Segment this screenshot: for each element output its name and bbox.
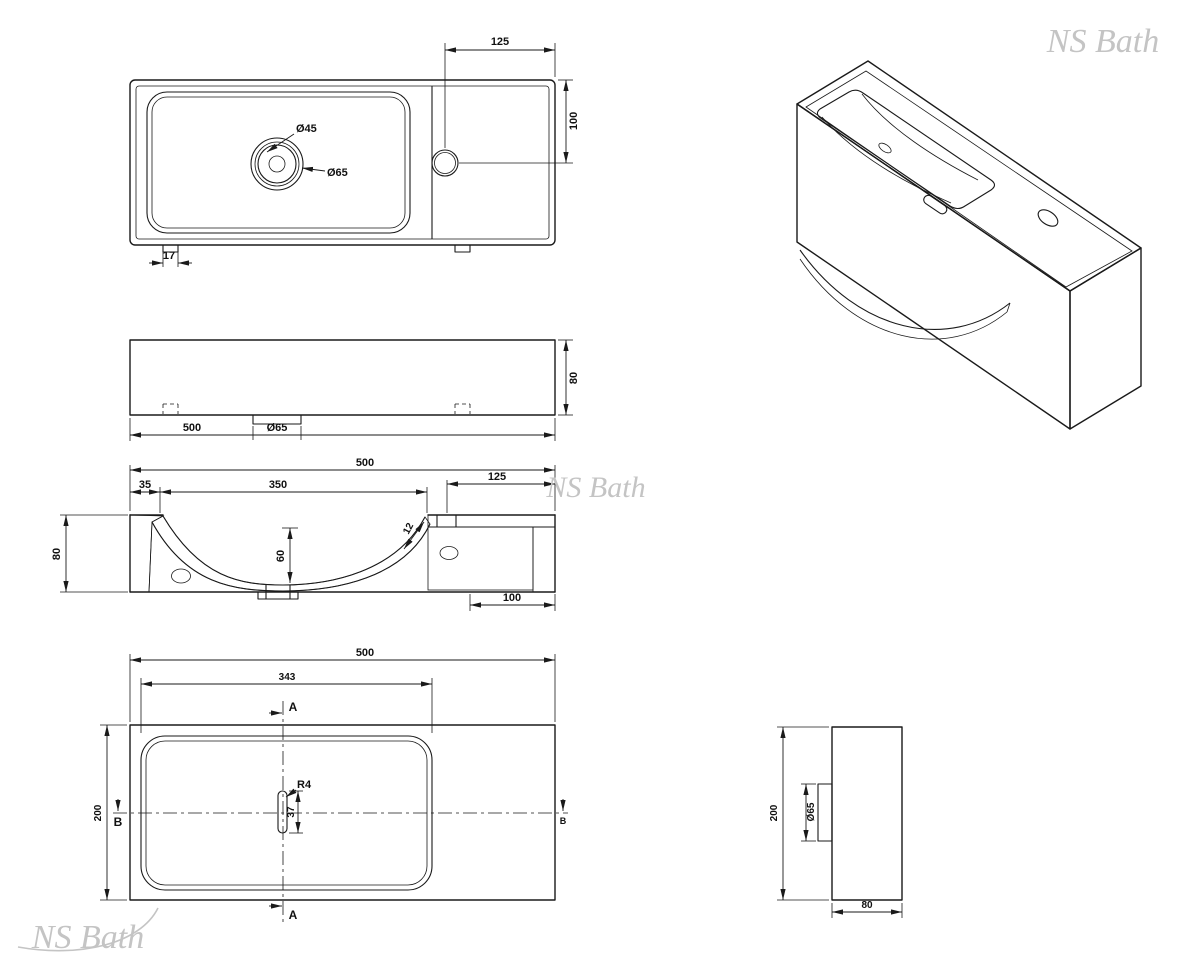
watermark-top-right: NS Bath (1046, 23, 1159, 60)
dim-label-deck-bottom: 100 (503, 592, 521, 604)
front-view-outline (129, 339, 556, 416)
isometric-view (796, 60, 1142, 430)
iso-front-curve-lower (799, 258, 1008, 340)
side-view: Ø65 200 80 (769, 726, 903, 918)
hatch-right-wall (532, 526, 556, 593)
dim-label-side-drain: Ø65 (806, 802, 817, 821)
dim-label-rim: 35 (139, 479, 151, 491)
section-marker-a-bottom: A (289, 908, 298, 922)
iso-top-face (796, 60, 1142, 292)
dim-label-bottom-width: 500 (356, 647, 374, 659)
hatch-deck-right (455, 514, 556, 528)
basin-curve-outer (151, 521, 431, 592)
dim-label-faucet-depth: 100 (568, 112, 580, 130)
drain-inner-diameter-label: Ø45 (296, 123, 317, 135)
dim-label-side-width: 80 (861, 900, 873, 911)
basin-curve-inner (162, 515, 426, 586)
dim-label-bottom-depth: 200 (93, 804, 104, 821)
side-view-outline (831, 726, 903, 901)
top-view: Ø45 Ø65 125 100 17 (129, 36, 580, 267)
drain-outer-diameter-label: Ø65 (327, 167, 348, 179)
dim-label-front-drain: Ø65 (267, 422, 288, 434)
section-marker-a-top: A (289, 700, 298, 714)
watermark-middle: NS Bath (545, 471, 645, 504)
front-view: 500 Ø65 80 (129, 339, 580, 441)
hidden-mount-slot-left (162, 403, 179, 414)
dim-label-footprint-width: 343 (279, 672, 296, 683)
iso-overflow-slot (923, 194, 948, 215)
section-marker-b-right: B (560, 816, 567, 826)
section-view: 500 35 350 125 60 12 80 100 (51, 457, 556, 611)
cavity-back-wall (427, 526, 534, 591)
iso-rim-line (805, 70, 1133, 288)
dim-label-section-width: 500 (356, 457, 374, 469)
iso-front-curve-upper (799, 249, 1011, 330)
hatch-left-wall (129, 514, 165, 593)
faucet-hole (431, 149, 459, 177)
bottom-view-outline (129, 724, 556, 901)
hidden-mount-slot-right (454, 403, 471, 414)
dim-label-side-height: 200 (769, 804, 780, 821)
mount-notch-left (162, 245, 179, 253)
section-drain (257, 585, 299, 600)
dim-label-faucet-offset: 125 (491, 36, 509, 48)
side-drain-stub (817, 783, 833, 842)
mount-notch-right (454, 245, 471, 253)
dim-label-deck: 125 (488, 471, 506, 483)
drain-slot (277, 790, 288, 834)
watermark-swoosh (17, 907, 159, 952)
dim-label-slot-length: 37 (286, 806, 297, 818)
bottom-view: R4 37 A A B B 500 343 200 (93, 647, 568, 922)
dim-label-thickness: 12 (401, 521, 416, 536)
iso-drain-hole (878, 142, 892, 154)
dim-label-basin-depth: 60 (275, 550, 287, 562)
top-view-outer-edge (129, 79, 556, 246)
dim-label-section-height: 80 (51, 548, 63, 560)
iso-right-face (1069, 247, 1142, 430)
iso-basin-opening (816, 89, 996, 210)
dim-label-basin-width: 350 (269, 479, 287, 491)
hatch-basin-shell (151, 515, 431, 592)
mount-hole-right (439, 546, 459, 560)
top-view-basin-edge (146, 91, 411, 234)
dim-label-front-height: 80 (568, 372, 580, 384)
iso-basin-back-curve (861, 93, 979, 181)
iso-front-face (796, 103, 1071, 430)
top-view-inner-edge (135, 85, 550, 240)
dim-label-front-width: 500 (183, 422, 201, 434)
iso-faucet-hole (1037, 209, 1059, 227)
iso-basin-front-curve (821, 116, 952, 204)
slot-radius-label: R4 (297, 779, 312, 791)
section-marker-b-left: B (114, 815, 123, 829)
dim-label-notch: 17 (163, 250, 175, 262)
front-drain-stub (252, 415, 302, 425)
mount-hole-left (171, 568, 191, 584)
